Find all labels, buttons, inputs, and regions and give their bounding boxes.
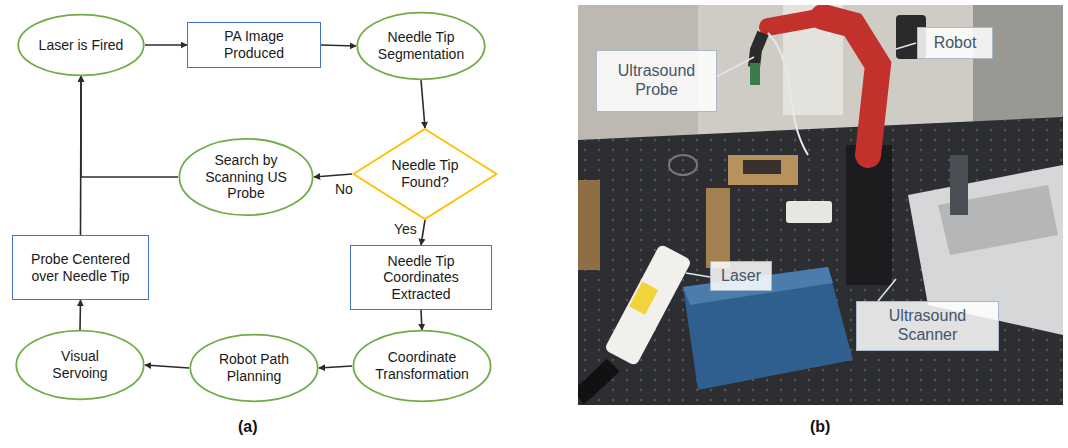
node-text: Needle Tip Coordinates Extracted	[356, 253, 486, 303]
process-ellipse: Needle Tip Segmentation	[356, 12, 486, 80]
diamond-shape	[353, 129, 496, 219]
node-text: Laser	[721, 267, 761, 286]
flow-arrow	[421, 310, 422, 330]
text-group: Search by Scanning US Probe	[196, 152, 297, 202]
magnifier	[669, 155, 697, 175]
text-group: PA Image Produced	[193, 28, 315, 61]
node-text: Search by Scanning US Probe	[196, 152, 297, 202]
probe-cable	[768, 33, 808, 155]
ellipse-shape	[16, 331, 143, 400]
node-text: Ultrasound Probe	[602, 62, 711, 100]
text-group: Coordinate Transformation	[370, 349, 474, 382]
optical-table	[578, 117, 1063, 405]
process-ellipse: Robot Path Planning	[189, 334, 319, 402]
panel-caption: (a)	[238, 418, 258, 436]
leader-line	[896, 43, 916, 49]
process-ellipse: Visual Servoing	[15, 330, 145, 400]
text-group: Needle Tip Segmentation	[373, 29, 469, 62]
panel-caption: (b)	[810, 418, 830, 436]
table-holes	[578, 117, 1063, 405]
photo-callout: Ultrasound Probe	[596, 50, 717, 112]
ellipse-shape	[179, 139, 312, 215]
laser-warning	[629, 282, 658, 315]
node-text: Robot	[934, 34, 977, 53]
flow-arrow	[81, 76, 178, 177]
photo-callout: Robot	[917, 27, 993, 59]
node-text: Laser is Fired	[39, 37, 124, 54]
text-group: Laser is Fired	[39, 37, 124, 54]
leader-line	[716, 57, 754, 77]
node-text: Visual Servoing	[32, 348, 128, 381]
node-text: PA Image Produced	[193, 28, 315, 61]
process-ellipse: Coordinate Transformation	[352, 330, 492, 402]
text-group: Visual Servoing	[32, 348, 128, 381]
node-text: Coordinate Transformation	[370, 349, 474, 382]
flow-arrow	[80, 76, 82, 235]
photo-callout: Laser	[710, 261, 772, 291]
output-box: Probe Centered over Needle Tip	[12, 235, 149, 300]
flow-arrow	[79, 300, 81, 330]
ellipse-shape	[357, 13, 484, 80]
branch-label: Yes	[392, 222, 419, 237]
phantom-stage	[728, 155, 798, 185]
flow-arrow	[321, 45, 356, 46]
node-text: Ultrasound Scanner	[862, 307, 993, 345]
text-group: Needle Tip Found?	[384, 157, 466, 190]
wood-block	[578, 180, 600, 270]
flow-arrow	[145, 44, 187, 46]
node-text: Probe Centered over Needle Tip	[18, 251, 143, 284]
robot-wrist	[768, 17, 823, 27]
flow-arrow	[421, 80, 425, 128]
text-group: Probe Centered over Needle Tip	[18, 251, 143, 284]
controller	[786, 201, 832, 223]
node-text: Needle Tip Found?	[384, 157, 466, 190]
phantom	[743, 160, 781, 174]
lab-wall	[578, 5, 1063, 405]
text-group: Robot	[934, 34, 977, 53]
ultrasound-probe	[750, 63, 760, 85]
text-group: Ultrasound Probe	[602, 62, 711, 100]
scanner-probe-holder	[950, 155, 968, 215]
flow-arrow	[145, 365, 189, 368]
probe-holder	[754, 33, 763, 67]
branch-label: No	[333, 182, 355, 197]
flow-arrow	[319, 366, 352, 368]
output-box: Needle Tip Coordinates Extracted	[350, 245, 492, 310]
process-ellipse: Laser is Fired	[17, 14, 145, 76]
output-box: PA Image Produced	[187, 22, 321, 68]
flow-arrow	[421, 220, 425, 245]
ellipse-shape	[190, 335, 317, 402]
decision-diamond: Needle Tip Found?	[352, 128, 498, 220]
text-group: Needle Tip Coordinates Extracted	[356, 253, 486, 303]
text-group: Robot Path Planning	[206, 351, 302, 384]
ellipse-shape	[353, 331, 490, 402]
process-ellipse: Search by Scanning US Probe	[178, 138, 314, 216]
text-group: Ultrasound Scanner	[862, 307, 993, 345]
robot-arm	[823, 17, 878, 155]
laser-body	[604, 244, 692, 367]
flow-arrow	[314, 174, 352, 177]
node-text: Needle Tip Segmentation	[373, 29, 469, 62]
ellipse-shape	[18, 15, 143, 76]
text-group: Laser	[721, 267, 761, 286]
wood-block	[706, 188, 730, 268]
leader-line	[878, 279, 896, 301]
leader-line	[686, 273, 710, 277]
node-text: Robot Path Planning	[206, 351, 302, 384]
photo-callout: Ultrasound Scanner	[856, 301, 999, 351]
laser-hose	[578, 365, 613, 397]
